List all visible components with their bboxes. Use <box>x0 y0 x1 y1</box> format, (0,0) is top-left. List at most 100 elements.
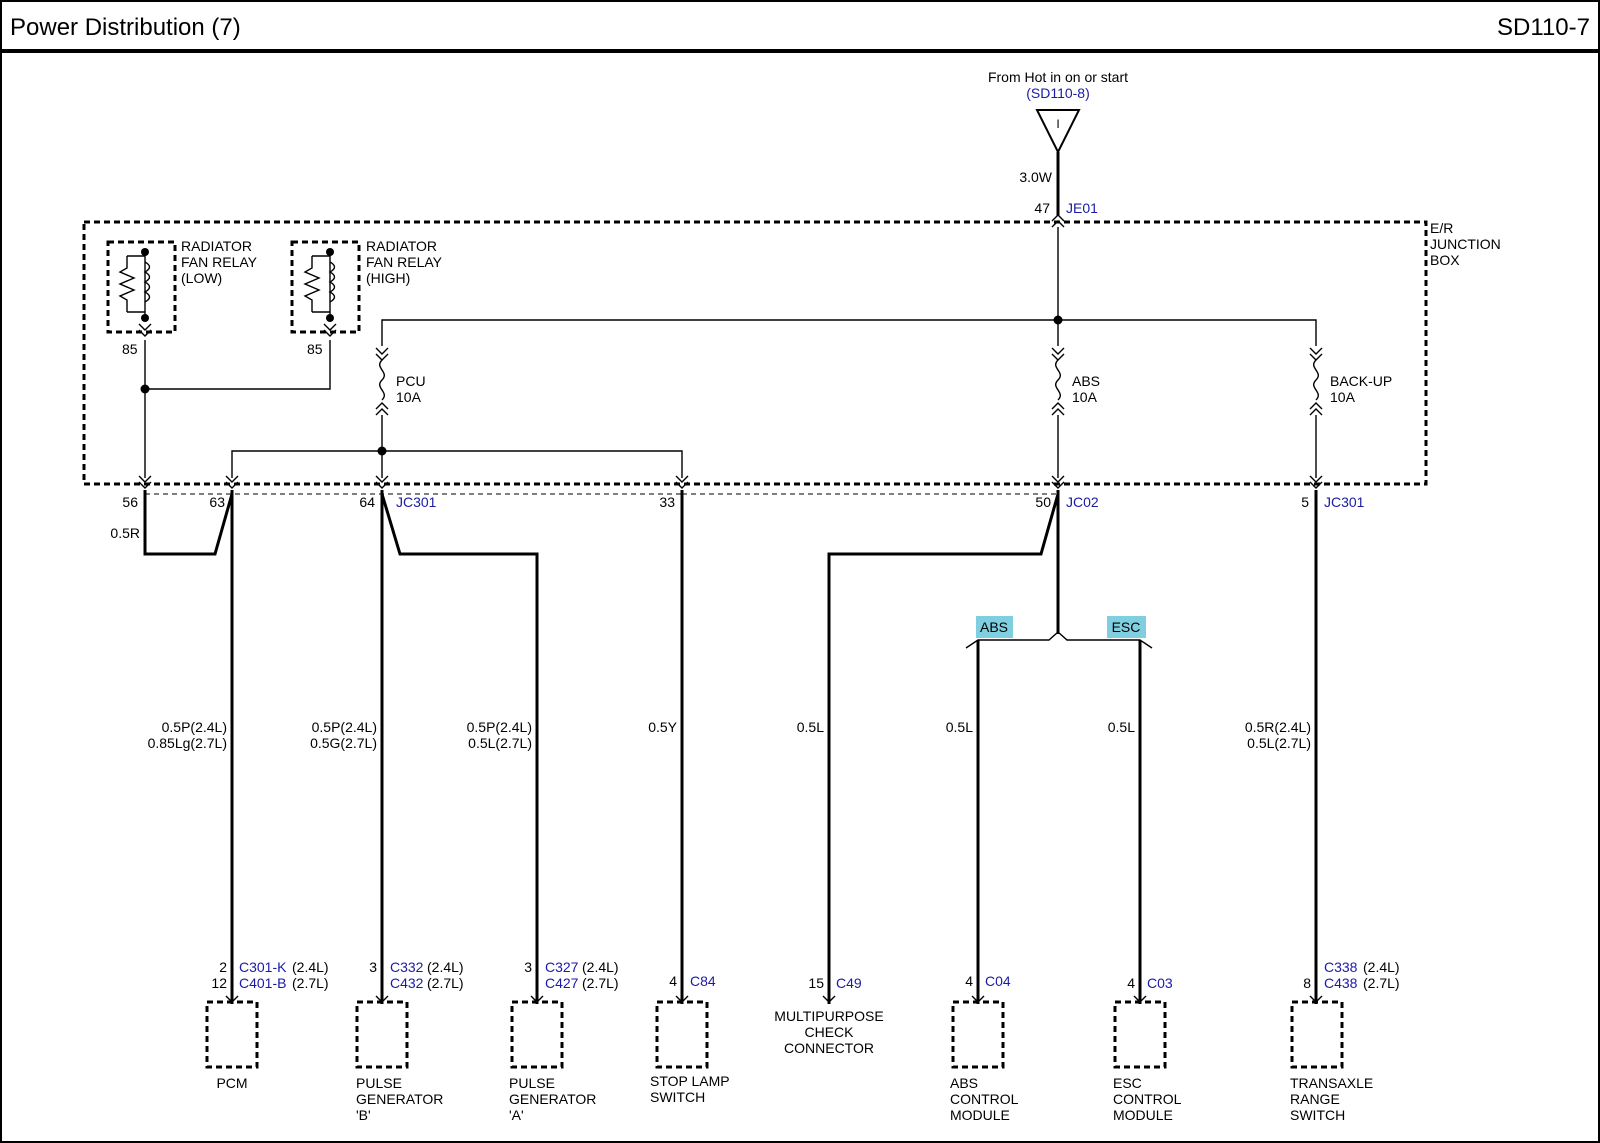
svg-text:10A: 10A <box>1330 389 1356 405</box>
relay-label: FAN RELAY <box>181 254 258 270</box>
component-label: MODULE <box>950 1107 1010 1123</box>
wire-label: 0.5L(2.7L) <box>1247 735 1311 751</box>
option-abs <box>976 616 1013 638</box>
source-ref: (SD110-8) <box>1026 85 1090 101</box>
connector-id: C49 <box>836 975 862 991</box>
wire-label: 0.85Lg(2.7L) <box>148 735 227 751</box>
component-label: GENERATOR <box>509 1091 596 1107</box>
hot-source-icon <box>1035 109 1081 155</box>
pin-number: 3 <box>369 959 377 975</box>
relay-pin: 85 <box>122 341 138 357</box>
fuse-icon <box>1313 359 1319 401</box>
svg-text:ABS: ABS <box>1072 373 1100 389</box>
component-label: CHECK <box>804 1024 854 1040</box>
connector-id: C84 <box>690 973 716 989</box>
component-label: CONTROL <box>1113 1091 1182 1107</box>
relay-pin: 85 <box>307 341 323 357</box>
pin-number: 8 <box>1303 975 1311 991</box>
component-label: PULSE <box>356 1075 402 1091</box>
component-label: STOP LAMP <box>650 1073 730 1089</box>
wire-label: 0.5R(2.4L) <box>1245 719 1311 735</box>
connector-note: (2.7L) <box>1363 975 1400 991</box>
junction-box-label-2: JUNCTION <box>1430 236 1501 252</box>
pin-number: 2 <box>219 959 227 975</box>
splice-dot-icon <box>1053 315 1063 325</box>
pin-number: 12 <box>211 975 227 991</box>
splice-dot-icon <box>377 446 387 456</box>
component-label: ABS <box>950 1075 978 1091</box>
option-esc <box>1107 616 1146 638</box>
component-label: SWITCH <box>650 1089 705 1105</box>
wire-label: 0.5L <box>1108 719 1135 735</box>
pin-number: 63 <box>209 494 225 510</box>
component-label: PCM <box>216 1075 247 1091</box>
wire-mpc <box>827 493 1060 1004</box>
component-label: SWITCH <box>1290 1107 1345 1123</box>
svg-text:10A: 10A <box>1072 389 1098 405</box>
component-label: MULTIPURPOSE <box>774 1008 883 1024</box>
connector-id: JC301 <box>396 494 437 510</box>
svg-text:BACK-UP: BACK-UP <box>1330 373 1392 389</box>
component-pulse-gen-a <box>510 1000 564 1069</box>
wire-label: 0.5R <box>110 525 140 541</box>
resistor-icon <box>118 256 136 312</box>
component-esc-module <box>1113 1000 1167 1069</box>
pin-number: 33 <box>659 494 675 510</box>
option-abs-label: ABS <box>980 619 1008 635</box>
connector-id: C427 <box>545 975 579 991</box>
wire-bus <box>381 319 1317 346</box>
pin-number: 15 <box>808 975 824 991</box>
relay-label: FAN RELAY <box>366 254 443 270</box>
wire-label: 0.5L <box>946 719 973 735</box>
connector-id: C338 <box>1324 959 1358 975</box>
connector-id: C438 <box>1324 975 1358 991</box>
page-code: SD110-7 <box>1497 14 1590 41</box>
junction-box-label-1: E/R <box>1430 220 1453 236</box>
connector-note: (2.4L) <box>427 959 464 975</box>
component-label: 'B' <box>356 1107 371 1123</box>
component-pcm <box>205 1000 259 1069</box>
svg-text:PCU: PCU <box>396 373 426 389</box>
source-symbol: I <box>1056 117 1059 131</box>
fuse-backup: BACK-UP 10A <box>1309 347 1392 416</box>
connector-id: C401-B <box>239 975 286 991</box>
pin-number: 64 <box>359 494 375 510</box>
component-label: CONNECTOR <box>784 1040 874 1056</box>
connector-id: C301-K <box>239 959 287 975</box>
relay-label: (LOW) <box>181 270 222 286</box>
connector-id: C327 <box>545 959 579 975</box>
wire-label: 0.5P(2.4L) <box>162 719 227 735</box>
source-label: From Hot in on or start <box>988 69 1128 85</box>
wire-label: 0.5G(2.7L) <box>310 735 377 751</box>
relay-label: RADIATOR <box>366 238 437 254</box>
fuse-pcu: PCU 10A <box>375 347 426 416</box>
component-transaxle-switch <box>1290 1000 1344 1069</box>
connector-id: C03 <box>1147 975 1173 991</box>
connector-id: C432 <box>390 975 424 991</box>
wire-label: 0.5Y <box>648 719 677 735</box>
connector-id: JC301 <box>1324 494 1365 510</box>
junction-box-label-3: BOX <box>1430 252 1460 268</box>
component-label: RANGE <box>1290 1091 1340 1107</box>
source-connector: JE01 <box>1066 200 1098 216</box>
component-label: GENERATOR <box>356 1091 443 1107</box>
wire-label: 0.5P(2.4L) <box>312 719 377 735</box>
relay-low: RADIATOR FAN RELAY (LOW) 85 <box>106 238 258 357</box>
connector-note: (2.7L) <box>582 975 619 991</box>
resistor-icon <box>303 256 321 312</box>
junction-box <box>82 220 1428 486</box>
connector-id: C04 <box>985 973 1011 989</box>
pin-number: 50 <box>1035 494 1051 510</box>
fuse-icon <box>1055 359 1061 401</box>
relay-high: RADIATOR FAN RELAY (HIGH) 85 <box>290 238 443 357</box>
component-label: MODULE <box>1113 1107 1173 1123</box>
wire-label: 0.5L(2.7L) <box>468 735 532 751</box>
component-stop-lamp-switch <box>655 1000 709 1069</box>
coil-icon <box>143 261 151 303</box>
component-label: PULSE <box>509 1075 555 1091</box>
splice-dot-icon <box>140 384 150 394</box>
fuse-abs: ABS 10A <box>1051 347 1100 416</box>
